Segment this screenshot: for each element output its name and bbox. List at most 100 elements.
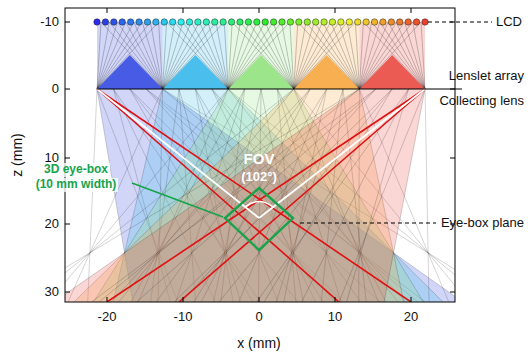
ray	[421, 22, 425, 89]
ray	[97, 22, 150, 89]
lenslet-cell	[359, 22, 425, 89]
ray	[257, 89, 409, 302]
lcd-pixel	[270, 19, 276, 25]
lcd-pixel	[161, 19, 167, 25]
ray	[117, 22, 162, 89]
tick	[183, 297, 184, 302]
tick-label: 20	[404, 310, 418, 325]
lcd-pixel	[102, 19, 108, 25]
axis-title: z (mm)	[9, 133, 25, 177]
tick-label: 20	[45, 217, 59, 232]
ray	[359, 22, 379, 89]
callout-label: (10 mm width)	[34, 178, 119, 192]
ray	[167, 22, 229, 89]
lenslet-cone	[97, 55, 163, 89]
ray	[314, 22, 359, 89]
ray	[388, 22, 425, 89]
ray	[339, 89, 425, 302]
ray	[109, 22, 162, 89]
lenslet-cone	[163, 55, 229, 89]
lcd-pixel	[355, 19, 361, 25]
ray	[273, 22, 293, 89]
lcd-pixel	[195, 19, 201, 25]
lcd-pixel	[94, 19, 100, 25]
lens-plane	[97, 88, 462, 89]
fov-label: (102°)	[241, 170, 277, 185]
lcd-plane	[428, 22, 492, 23]
lcd-pixel	[228, 19, 234, 25]
lcd-pixel	[405, 19, 411, 25]
tick	[65, 158, 70, 159]
lenslet-cone	[359, 55, 425, 89]
lcd-pixel	[388, 19, 394, 25]
ray	[228, 22, 273, 89]
plane-label: Lenslet array	[449, 69, 524, 84]
ray	[101, 22, 163, 89]
eye-box-diamond	[225, 188, 293, 250]
lenslet-cone	[294, 55, 360, 89]
ray	[208, 22, 228, 89]
plane-label: Collecting lens	[439, 94, 524, 109]
plane-label: Eye-box plane	[441, 216, 524, 231]
ray	[294, 22, 347, 89]
tick-label: -10	[40, 15, 59, 30]
tick	[107, 297, 108, 302]
ray	[380, 22, 425, 89]
ray	[264, 89, 392, 302]
ray	[97, 22, 159, 89]
ray	[372, 22, 425, 89]
tick-marks	[65, 8, 455, 302]
lcd-pixel	[144, 19, 150, 25]
tick	[335, 297, 336, 302]
ray	[257, 22, 294, 89]
lcd-pixel	[153, 19, 159, 25]
ray	[359, 22, 404, 89]
ray	[359, 22, 388, 89]
ray	[282, 22, 294, 89]
lenslet-cell	[294, 22, 360, 89]
lcd-pixel	[413, 19, 419, 25]
ray	[347, 22, 359, 89]
tick	[411, 297, 412, 302]
ray	[294, 22, 331, 89]
tick	[259, 8, 260, 13]
ray	[163, 22, 225, 89]
tick	[259, 297, 260, 302]
ray	[339, 22, 359, 89]
tick	[450, 292, 455, 293]
lcd-pixel	[380, 19, 386, 25]
lcd-pixel	[237, 19, 243, 25]
ray	[126, 22, 163, 89]
ray	[175, 22, 228, 89]
tick	[450, 158, 455, 159]
tick	[183, 8, 184, 13]
ray	[65, 89, 359, 302]
ray	[322, 22, 359, 89]
ray	[150, 22, 162, 89]
ray	[294, 22, 356, 89]
ray	[405, 22, 425, 89]
ray	[302, 89, 409, 302]
lcd-pixel	[338, 19, 344, 25]
leader-line	[132, 183, 223, 217]
tick-label: 0	[52, 82, 59, 97]
tick	[450, 22, 455, 23]
lcd-pixels	[94, 19, 428, 25]
fov-label: FOV	[244, 150, 275, 167]
ray	[134, 22, 163, 89]
ray-fans	[65, 89, 455, 302]
lcd-pixel	[363, 19, 369, 25]
ray	[182, 89, 376, 302]
lcd-pixel	[346, 19, 352, 25]
lcd-pixel	[296, 19, 302, 25]
ray	[359, 22, 412, 89]
ray	[97, 22, 142, 89]
ray	[228, 22, 290, 89]
ray	[224, 22, 228, 89]
tick	[107, 8, 108, 13]
ray	[384, 89, 425, 302]
lcd-pixel	[287, 19, 293, 25]
ray	[232, 22, 294, 89]
ray	[191, 22, 228, 89]
lcd-pixel	[245, 19, 251, 25]
